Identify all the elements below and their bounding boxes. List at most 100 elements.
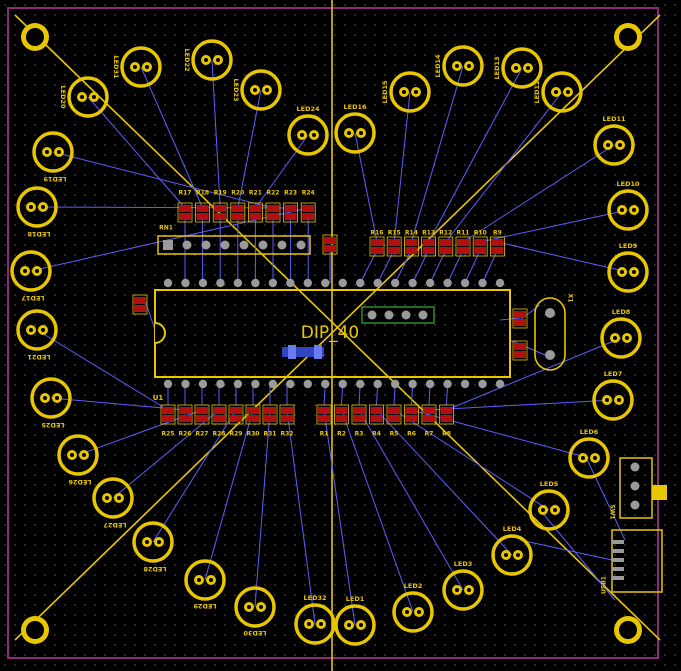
led-outline bbox=[442, 569, 484, 611]
smd-resistor-outline bbox=[386, 404, 402, 425]
mounting-hole-drill bbox=[26, 28, 44, 46]
ic-pin-pad bbox=[251, 278, 260, 288]
led-drill bbox=[620, 208, 624, 212]
smd-resistor-outline bbox=[438, 236, 454, 257]
smd-resistor bbox=[196, 213, 209, 220]
ic-name-label: DIP_40 bbox=[301, 323, 360, 343]
track bbox=[446, 337, 622, 411]
ic-pin-pad bbox=[216, 278, 225, 288]
led-label: LED21 bbox=[27, 353, 51, 361]
led-label: LED30 bbox=[243, 629, 267, 637]
smd-resistor bbox=[388, 415, 400, 422]
led-drill bbox=[593, 456, 597, 460]
board-outline bbox=[7, 7, 659, 659]
resistor-label: R12 bbox=[439, 230, 452, 237]
smd-resistor bbox=[247, 415, 259, 422]
smd-resistor bbox=[440, 407, 453, 414]
smd-resistor bbox=[388, 407, 400, 414]
track bbox=[428, 67, 523, 243]
led-drill bbox=[455, 588, 459, 592]
led-led9 bbox=[607, 251, 649, 293]
led-drill bbox=[35, 269, 39, 273]
resistor-label: R31 bbox=[264, 431, 277, 438]
led-led6 bbox=[568, 437, 610, 479]
silk-guide-line bbox=[14, 14, 661, 641]
led-outline bbox=[568, 437, 610, 479]
smd-resistor bbox=[353, 415, 365, 422]
usb-pad bbox=[612, 567, 624, 571]
led-drill bbox=[417, 610, 421, 614]
led-drill bbox=[620, 270, 624, 274]
smd-resistor bbox=[179, 407, 191, 414]
smd-resistor-outline bbox=[300, 202, 316, 223]
usb-pad bbox=[612, 576, 624, 580]
smd-resistor-outline bbox=[230, 202, 246, 223]
track bbox=[584, 454, 626, 541]
led-label: LED16 bbox=[343, 103, 367, 111]
smd-resistor-outline bbox=[262, 404, 278, 425]
smd-resistor bbox=[196, 407, 208, 414]
crystal-pad bbox=[545, 350, 555, 360]
resistor-label: R20 bbox=[231, 190, 244, 197]
led-led17 bbox=[10, 250, 52, 292]
smd-resistor-outline bbox=[421, 236, 437, 257]
smd-resistor bbox=[281, 415, 293, 422]
smd-resistor bbox=[318, 407, 330, 414]
led-drill bbox=[92, 95, 96, 99]
led-led29 bbox=[184, 559, 226, 601]
track bbox=[509, 339, 546, 356]
track bbox=[254, 134, 309, 209]
ic-pin-pad bbox=[460, 278, 470, 288]
track bbox=[445, 91, 563, 243]
smd-resistor-outline bbox=[439, 404, 454, 425]
smd-resistor-outline bbox=[279, 404, 295, 425]
led-led13 bbox=[501, 47, 543, 89]
smd-resistor bbox=[281, 407, 293, 414]
led-drill bbox=[359, 131, 363, 135]
led-drill bbox=[45, 150, 49, 154]
led-label: LED31 bbox=[112, 55, 120, 79]
smd-resistor bbox=[491, 239, 504, 246]
led-drill bbox=[209, 578, 213, 582]
smd-resistor bbox=[284, 205, 297, 212]
smd-resistor-outline bbox=[177, 202, 193, 223]
track bbox=[376, 409, 513, 556]
track bbox=[204, 409, 254, 581]
smd-capacitor bbox=[134, 305, 146, 312]
switch-pad bbox=[630, 500, 640, 510]
rn-pad bbox=[277, 240, 287, 250]
led-outline bbox=[491, 534, 533, 576]
ic-pin-pad bbox=[198, 278, 208, 288]
led-label: LED15 bbox=[381, 80, 389, 104]
led-label: LED19 bbox=[43, 175, 67, 183]
led-drill bbox=[455, 64, 459, 68]
smd-resistor bbox=[439, 239, 452, 246]
resistor-label: R25 bbox=[162, 431, 175, 438]
smd-resistor bbox=[179, 205, 191, 212]
track bbox=[393, 409, 550, 511]
resistor-label: R9 bbox=[493, 230, 502, 237]
header-pad bbox=[401, 310, 411, 320]
led-outline bbox=[501, 47, 543, 89]
track bbox=[462, 144, 615, 243]
led-led23 bbox=[240, 69, 282, 111]
ic-pin-pad bbox=[356, 278, 365, 288]
led-label: LED4 bbox=[503, 525, 522, 533]
smd-resistor bbox=[162, 407, 174, 414]
ic-pin-pad bbox=[425, 379, 435, 389]
component-layer bbox=[10, 23, 667, 646]
ic-pin-pad bbox=[303, 278, 312, 288]
resistor-label: R11 bbox=[457, 230, 470, 237]
smd-resistor bbox=[423, 415, 435, 422]
smd-resistor bbox=[302, 213, 315, 220]
resistor-label: R4 bbox=[372, 431, 381, 438]
led-label: LED18 bbox=[27, 230, 51, 238]
crystal-outline bbox=[534, 297, 566, 371]
ic-pin-pad bbox=[390, 379, 400, 389]
header-pad bbox=[367, 310, 377, 320]
led-label: LED27 bbox=[103, 521, 126, 529]
smd-resistor-outline bbox=[247, 202, 263, 223]
smd-resistor-outline bbox=[211, 404, 227, 425]
led-drill bbox=[204, 58, 208, 62]
smd-resistor bbox=[423, 407, 435, 414]
